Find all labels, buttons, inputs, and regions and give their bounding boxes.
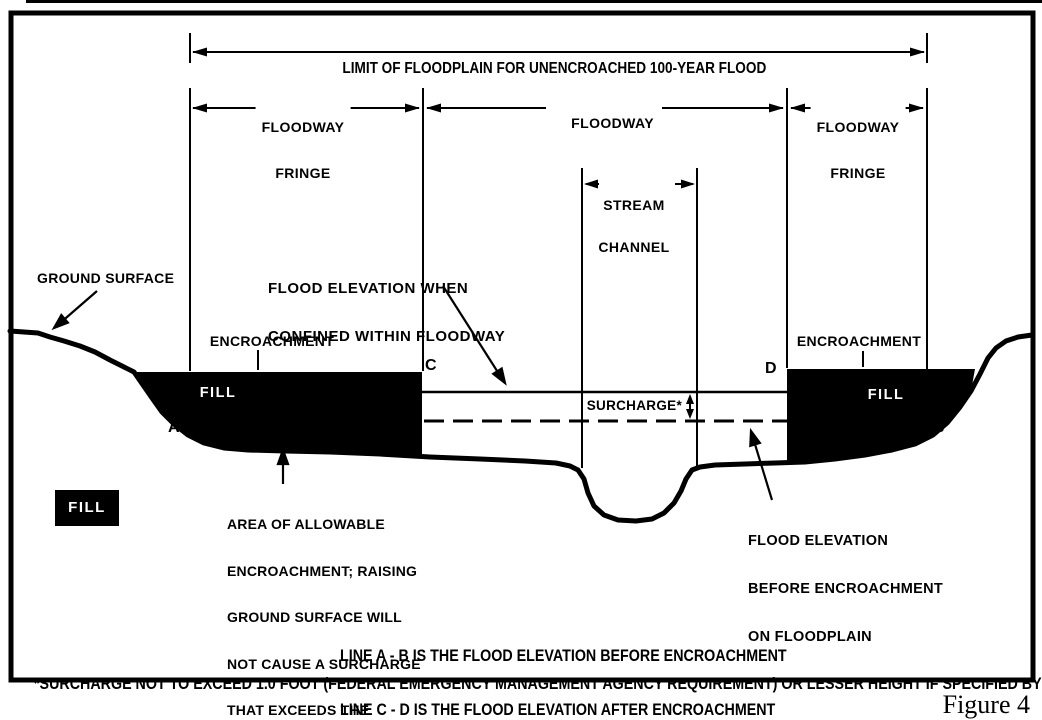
floodway-fringe-left-label: FLOODWAY FRINGE — [255, 89, 351, 212]
floodplain-limit-label: LIMIT OF FLOODPLAIN FOR UNENCROACHED 100… — [24, 43, 1042, 95]
fill-legend-label: FILL — [68, 498, 106, 516]
line-cd-note: LINE C - D IS THE FLOOD ELEVATION AFTER … — [340, 700, 776, 719]
encroachment-right-label: ENCROACHMENT — [796, 333, 922, 349]
surcharge-arrow — [686, 394, 694, 419]
figure-border — [8, 10, 1036, 683]
scan-artifact-top — [26, 0, 1042, 3]
surcharge-footnote: *SURCHARGE NOT TO EXCEED 1.0 FOOT (FEDER… — [33, 674, 1042, 694]
fill-right-label: FILL — [867, 387, 905, 403]
surcharge-label: SURCHARGE* — [586, 398, 682, 413]
encroachment-left-label: ENCROACHMENT — [209, 333, 335, 349]
point-b-label: B — [933, 419, 945, 436]
point-a-label: A — [168, 419, 180, 436]
point-d-label: D — [765, 360, 777, 377]
line-ab-note: LINE A - B IS THE FLOOD ELEVATION BEFORE… — [340, 646, 787, 665]
flood-elevation-confined-label: FLOOD ELEVATION WHEN CONFINED WITHIN FLO… — [268, 280, 506, 345]
limit-lines — [189, 33, 928, 468]
point-c-label: C — [425, 357, 437, 374]
callout-arrows — [51, 285, 774, 501]
line-ab-cd-notes: LINE A - B IS THE FLOOD ELEVATION BEFORE… — [340, 611, 872, 720]
fill-legend-swatch: FILL — [55, 490, 119, 526]
area-allowable-encroachment-label: AREA OF ALLOWABLE ENCROACHMENT; RAISING … — [227, 516, 421, 718]
floodway-label: FLOODWAY — [546, 100, 662, 148]
figure-number: Figure 4 — [942, 690, 1030, 719]
fill-left-label: FILL — [199, 385, 237, 401]
stream-channel-dimension — [584, 179, 695, 189]
left-fill-area — [134, 372, 422, 457]
ground-surface-label: GROUND SURFACE — [37, 270, 175, 286]
floodway-fringe-right-label: FLOODWAY FRINGE — [810, 89, 906, 212]
ground-surface-line — [7, 328, 1035, 524]
flood-elevation-before-label: FLOOD ELEVATION BEFORE ENCROACHMENT ON F… — [748, 533, 944, 645]
stream-channel-label: STREAM CHANNEL — [598, 197, 670, 255]
right-fill-area — [787, 369, 975, 463]
figure-title: FLOODWAY SCHEMATIC — [0, 688, 1042, 720]
